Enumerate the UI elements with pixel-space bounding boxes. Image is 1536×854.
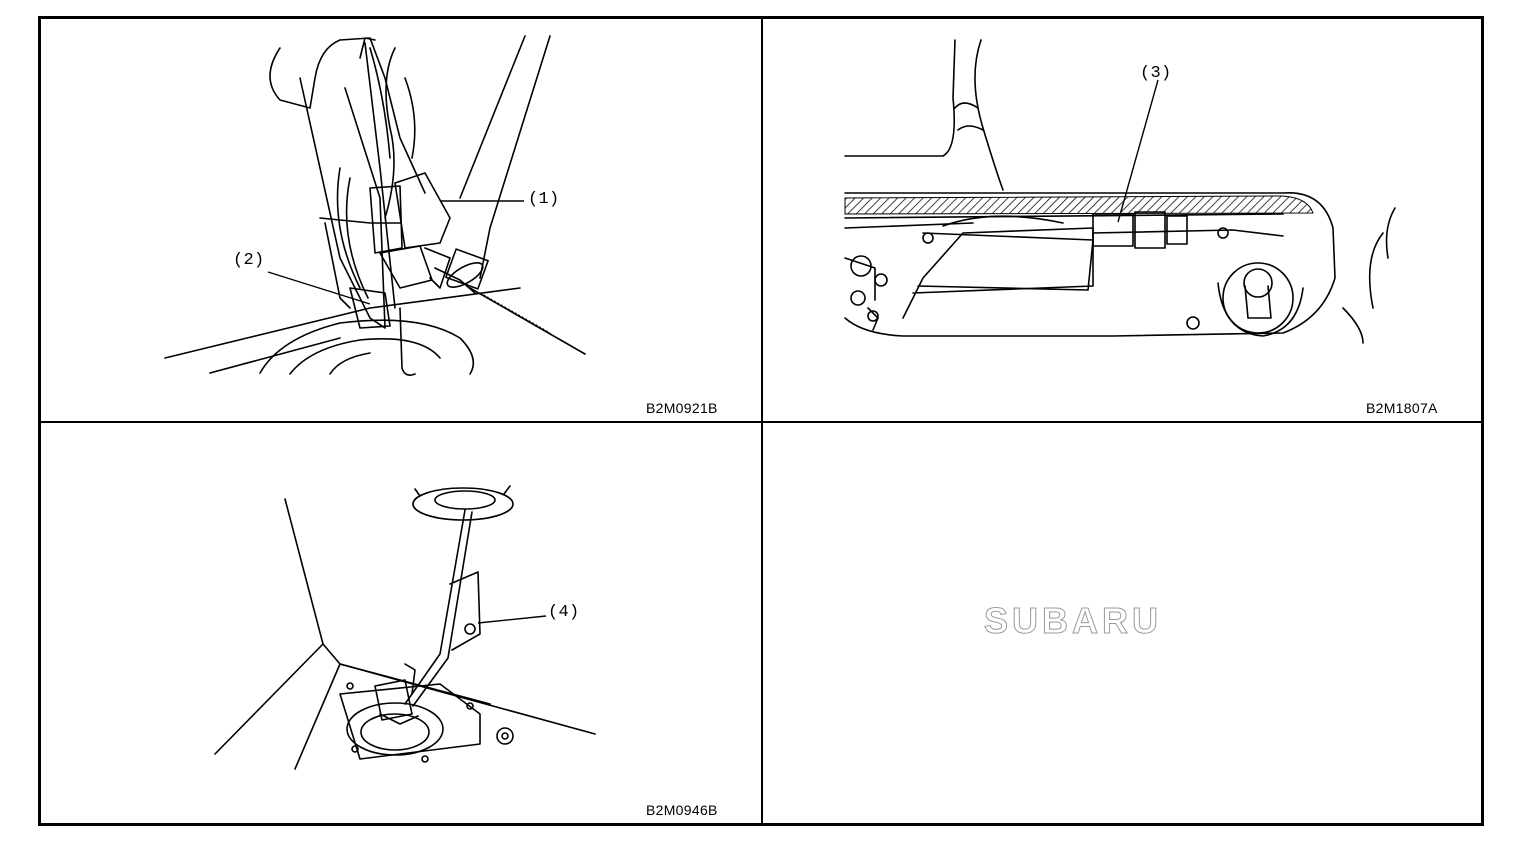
figure-code-b2m1807a: B2M1807A [1366, 400, 1438, 416]
figure-code-b2m0921b: B2M0921B [646, 400, 718, 416]
callout-4: (4) [548, 603, 580, 622]
fuel-sender-illustration [214, 485, 596, 770]
callout-1: (1) [528, 190, 560, 209]
callout-3: (3) [1140, 64, 1172, 83]
figure-code-b2m0946b: B2M0946B [646, 802, 718, 818]
callout-2: (2) [233, 251, 265, 270]
fuel-pump-illustration [164, 35, 586, 376]
fuel-tank-top-illustration [844, 39, 1396, 344]
subaru-logo: SUBARU [983, 600, 1163, 642]
horizontal-divider [38, 421, 1484, 423]
